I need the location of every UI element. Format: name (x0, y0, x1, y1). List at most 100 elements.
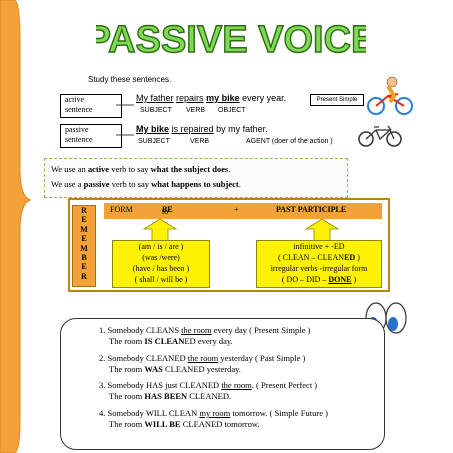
example-active-rest: . ( Present Perfect ) (251, 380, 318, 390)
pp-example-irregular-c: ) (351, 275, 357, 284)
active-rest-text: every year. (242, 93, 287, 103)
example-active-a: 3. Somebody HAS just CLEANED (99, 380, 222, 390)
example-passive: The room IS CLEANED every day. (109, 336, 233, 347)
formula-bar: FORM to BE + PAST PARTICIPLE (104, 203, 382, 219)
active-object-caption: OBJECT (218, 107, 246, 114)
example-passive-verb: WILL BE (144, 419, 181, 429)
remember-letter: M (80, 243, 88, 253)
passive-label-line2: sentence (65, 135, 93, 144)
example-passive-a: The room (109, 364, 145, 374)
intro-text: Study these sentences. (88, 75, 172, 84)
example-active-rest: every day ( Present Simple ) (211, 325, 311, 335)
example-passive-rest: yesterday. (204, 364, 241, 374)
example-passive-rest: tomorrow. (222, 419, 260, 429)
active-object-text: my bike (206, 93, 240, 103)
example-active: 4. Somebody WILL CLEAN my room tomorrow.… (99, 408, 328, 419)
active-sentence: My father repairs my bike every year. (136, 93, 286, 103)
example-active-object: the room (181, 325, 212, 335)
remember-letter: E (81, 215, 87, 225)
active-verb-text: repairs (176, 93, 204, 103)
page-title-text: PASSIVE VOICE (96, 19, 366, 60)
boy-on-bike-icon (367, 76, 413, 115)
rule-passive-text-c: verb to say (109, 179, 152, 189)
rule-passive-period: . (238, 179, 241, 189)
formula-past-participle: PAST PARTICIPLE (276, 205, 347, 214)
rule-passive-text-a: We use a (51, 179, 84, 189)
passive-label-line1: passive (65, 125, 89, 134)
remember-letter: M (80, 224, 88, 234)
rule-passive-keyword: passive (83, 179, 110, 189)
passive-label-box: passive sentence (60, 124, 122, 148)
pp-example-regular-a: ( CLEAN – CLEAN (278, 253, 345, 262)
example-passive-rest: . (228, 391, 232, 401)
active-arrow-icon (116, 104, 134, 106)
pp-example-irregular-a: ( DO – DID – (281, 275, 329, 284)
arrow-up-icon (304, 219, 340, 241)
rule-passive-meaning: what happens to subject (151, 179, 239, 189)
be-form: (was /were) (142, 253, 180, 262)
example-active-rest: tomorrow. ( Simple Future ) (230, 408, 328, 418)
active-label-line2: sentence (65, 105, 93, 114)
example-active-a: 4. Somebody WILL CLEAN (99, 408, 200, 418)
example-passive: The room WILL BE CLEANED tomorrow. (109, 419, 260, 430)
example-passive-ending: CLEANED (180, 419, 223, 429)
pp-example-irregular-done: DONE (328, 275, 352, 284)
formula-to: to (162, 207, 169, 216)
formula-to-be: to BE (162, 205, 173, 216)
active-verb-caption: VERB (186, 107, 206, 114)
formula-be: BE (162, 205, 173, 214)
pp-example-irregular: ( DO – DID – DONE ) (257, 274, 381, 285)
example-passive-rest: every day. (195, 336, 233, 346)
remember-letter: R (81, 271, 87, 281)
rule-active-period: . (228, 164, 231, 174)
example-active: 3. Somebody HAS just CLEANED the room. (… (99, 380, 317, 391)
passive-agent-text: by my father. (216, 124, 268, 134)
passive-sentence: My bike is repaired by my father. (136, 124, 268, 134)
pp-example-regular-ending: ED (344, 253, 356, 262)
passive-verb-caption: VERB (190, 138, 210, 145)
remember-column: R E M E M B E R (72, 205, 96, 287)
left-bracket-decoration (0, 0, 32, 453)
pp-example-regular-c: ) (355, 253, 360, 262)
example-passive-a: The room (109, 336, 145, 346)
rule-active: We use an active verb to say what the su… (51, 164, 230, 174)
example-passive-a: The room (109, 391, 145, 401)
example-passive-a: The room (109, 419, 145, 429)
pp-example-regular: ( CLEAN – CLEANED ) (257, 252, 381, 263)
rule-passive: We use a passive verb to say what happen… (51, 179, 241, 189)
active-subject-text: My father (136, 93, 174, 103)
be-form: ( shall / will be ) (134, 275, 188, 284)
example-passive-ending: CLEANED (162, 364, 205, 374)
rule-active-keyword: active (87, 164, 110, 174)
usage-rules-box: We use an active verb to say what the su… (44, 158, 348, 198)
rule-active-text-a: We use an (51, 164, 88, 174)
remember-letter: E (81, 234, 87, 244)
passive-subject-caption: SUBJECT (138, 138, 170, 145)
example-active-object: my room (199, 408, 231, 418)
be-form: (have / has been ) (132, 264, 190, 273)
examples-panel: 1. Somebody CLEANS the room every day ( … (60, 318, 385, 450)
arrow-up-icon (142, 219, 178, 241)
formula-form-label: FORM (110, 205, 133, 214)
example-passive: The room WAS CLEANED yesterday. (109, 364, 241, 375)
example-active-a: 1. Somebody CLEANS (99, 325, 182, 335)
be-forms-box: (am / is / are ) (was /were) (have / has… (112, 240, 210, 288)
example-passive-verb: IS CLEAN (144, 336, 185, 346)
passive-arrow-icon (116, 134, 134, 136)
example-active: 1. Somebody CLEANS the room every day ( … (99, 325, 310, 336)
example-passive-ending: ED (184, 336, 196, 346)
remember-letter: R (81, 206, 87, 215)
active-label-box: active sentence (60, 94, 122, 118)
example-passive-ending: CLEANED (187, 391, 229, 401)
be-form: (am / is / are ) (138, 242, 184, 251)
active-label-line1: active (65, 95, 85, 104)
remember-letter: B (81, 253, 87, 263)
past-participle-box: infinitive + -ED ( CLEAN – CLEANED ) irr… (256, 240, 382, 288)
passive-agent-caption: AGENT (doer of the action ) (246, 138, 333, 145)
example-active-object: the room (221, 380, 252, 390)
remember-letter: E (81, 262, 87, 272)
example-passive-verb: WAS (144, 364, 163, 374)
pp-rule-irregular: irregular verbs -irregular form (270, 264, 368, 273)
rule-active-text-c: verb to say (109, 164, 151, 174)
passive-verb-text: is repaired (171, 124, 214, 134)
